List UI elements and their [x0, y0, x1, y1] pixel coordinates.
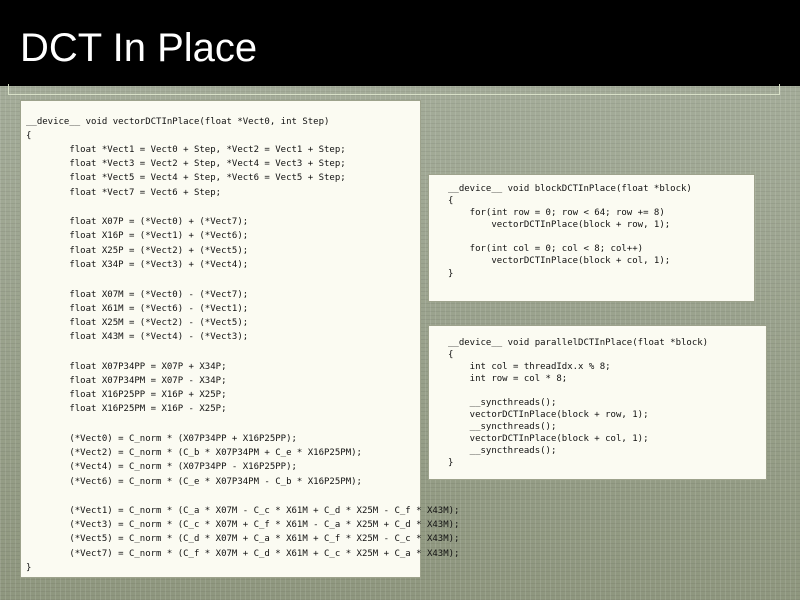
code-line: float X25P = (*Vect2) + (*Vect5);	[26, 246, 249, 256]
code-line: (*Vect2) = C_norm * (C_b * X07P34PM + C_…	[26, 448, 362, 458]
code-line: (*Vect7) = C_norm * (C_f * X07M + C_d * …	[26, 549, 460, 559]
code-line: vectorDCTInPlace(block + col, 1);	[448, 256, 671, 266]
code-line: __syncthreads();	[448, 446, 557, 456]
code-line: vectorDCTInPlace(block + row, 1);	[448, 410, 649, 420]
code-line: (*Vect3) = C_norm * (C_c * X07M + C_f * …	[26, 520, 460, 530]
code-line: for(int row = 0; row < 64; row += 8)	[448, 208, 665, 218]
code-line: (*Vect4) = C_norm * (X07P34PP - X16P25PP…	[26, 462, 297, 472]
code-line: __device__ void vectorDCTInPlace(float *…	[26, 117, 330, 127]
code-block-parallel-dct: __device__ void parallelDCTInPlace(float…	[429, 326, 708, 468]
code-panel-parallel-dct: __device__ void parallelDCTInPlace(float…	[428, 325, 767, 480]
code-line: __syncthreads();	[448, 398, 557, 408]
code-line: for(int col = 0; col < 8; col++)	[448, 244, 644, 254]
code-line: float *Vect1 = Vect0 + Step, *Vect2 = Ve…	[26, 145, 346, 155]
code-line: }	[448, 269, 454, 279]
code-line: float X16P25PM = X16P - X25P;	[26, 404, 227, 414]
code-line: float X07M = (*Vect0) - (*Vect7);	[26, 290, 249, 300]
code-line: float *Vect3 = Vect2 + Step, *Vect4 = Ve…	[26, 159, 346, 169]
code-line: float X07P34PP = X07P + X34P;	[26, 362, 227, 372]
code-line: }	[448, 458, 454, 468]
code-line: float X43M = (*Vect4) - (*Vect3);	[26, 332, 249, 342]
code-line: (*Vect6) = C_norm * (C_e * X07P34PM - C_…	[26, 477, 362, 487]
code-line: __device__ void blockDCTInPlace(float *b…	[448, 184, 692, 194]
code-line: float X61M = (*Vect6) - (*Vect1);	[26, 304, 249, 314]
code-line: float *Vect7 = Vect6 + Step;	[26, 188, 222, 198]
title-bar: DCT In Place	[0, 0, 800, 86]
code-line: __syncthreads();	[448, 422, 557, 432]
code-line: int col = threadIdx.x % 8;	[448, 362, 611, 372]
code-line: {	[26, 131, 32, 141]
code-line: float X07P34PM = X07P - X34P;	[26, 376, 227, 386]
title-underline	[8, 84, 780, 95]
code-line: float X34P = (*Vect3) + (*Vect4);	[26, 260, 249, 270]
code-line: float X07P = (*Vect0) + (*Vect7);	[26, 217, 249, 227]
code-line: int row = col * 8;	[448, 374, 568, 384]
code-panel-block-dct: __device__ void blockDCTInPlace(float *b…	[428, 174, 755, 302]
code-line: float *Vect5 = Vect4 + Step, *Vect6 = Ve…	[26, 173, 346, 183]
code-line: (*Vect1) = C_norm * (C_a * X07M - C_c * …	[26, 506, 460, 516]
code-line: (*Vect0) = C_norm * (X07P34PP + X16P25PP…	[26, 434, 297, 444]
code-line: {	[448, 350, 454, 360]
code-line: float X25M = (*Vect2) - (*Vect5);	[26, 318, 249, 328]
code-block-vector-dct: __device__ void vectorDCTInPlace(float *…	[21, 101, 459, 573]
code-line: vectorDCTInPlace(block + row, 1);	[448, 220, 671, 230]
code-line: float X16P25PP = X16P + X25P;	[26, 390, 227, 400]
code-line: (*Vect5) = C_norm * (C_d * X07M + C_a * …	[26, 534, 460, 544]
code-panel-vector-dct: __device__ void vectorDCTInPlace(float *…	[20, 100, 459, 578]
code-line: {	[448, 196, 454, 206]
code-line: __device__ void parallelDCTInPlace(float…	[448, 338, 709, 348]
code-line: float X16P = (*Vect1) + (*Vect6);	[26, 231, 249, 241]
code-line: vectorDCTInPlace(block + col, 1);	[448, 434, 649, 444]
code-block-block-dct: __device__ void blockDCTInPlace(float *b…	[429, 175, 692, 279]
slide-title: DCT In Place	[20, 26, 258, 70]
code-line: }	[26, 563, 32, 573]
